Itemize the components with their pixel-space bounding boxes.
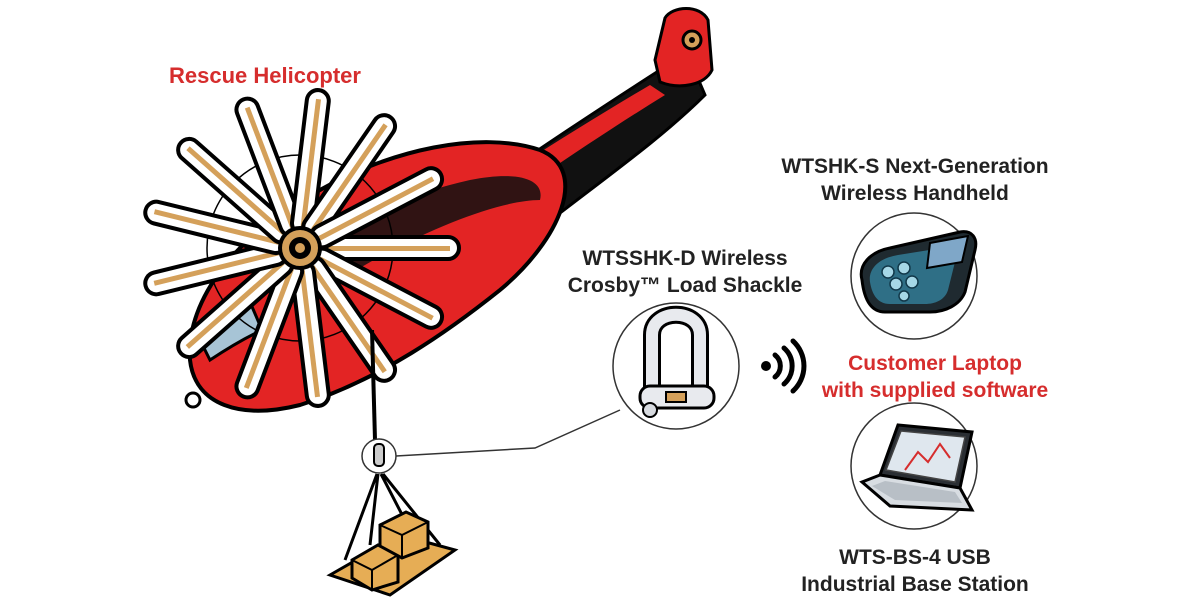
handheld-label: WTSHK-S Next-Generation Wireless Handhel…	[760, 153, 1070, 207]
wireless-signal-icon	[761, 338, 807, 394]
laptop-label-line-2: with supplied software	[821, 379, 1049, 402]
main-rotor	[143, 88, 461, 408]
handheld-device-icon	[850, 212, 978, 340]
helicopter-illustration	[143, 7, 714, 441]
shackle-label-line-2: Crosby™ Load Shackle	[567, 274, 803, 297]
helicopter-label-text: Rescue Helicopter	[169, 63, 361, 88]
helicopter-label: Rescue Helicopter	[120, 62, 410, 89]
callout-connector-line	[395, 409, 621, 457]
tail-fin	[653, 7, 714, 88]
handheld-label-line-2: Wireless Handheld	[821, 182, 1009, 205]
sling-cable	[370, 329, 377, 441]
base-station-label-line-1: WTS-BS-4 USB	[839, 546, 991, 569]
laptop-label-line-1: Customer Laptop	[848, 352, 1022, 375]
base-station-label-line-2: Industrial Base Station	[801, 573, 1029, 596]
hook-callout	[361, 438, 397, 474]
laptop-label: Customer Laptop with supplied software	[790, 350, 1080, 404]
base-station-label: WTS-BS-4 USB Industrial Base Station	[780, 544, 1050, 598]
handheld-label-line-1: WTSHK-S Next-Generation	[781, 155, 1049, 178]
load-shackle-icon	[612, 302, 740, 430]
laptop-icon	[850, 402, 978, 530]
shackle-label: WTSSHK-D Wireless Crosby™ Load Shackle	[535, 245, 835, 299]
cargo-crates-icon	[326, 473, 459, 597]
shackle-label-line-1: WTSSHK-D Wireless	[582, 247, 788, 270]
